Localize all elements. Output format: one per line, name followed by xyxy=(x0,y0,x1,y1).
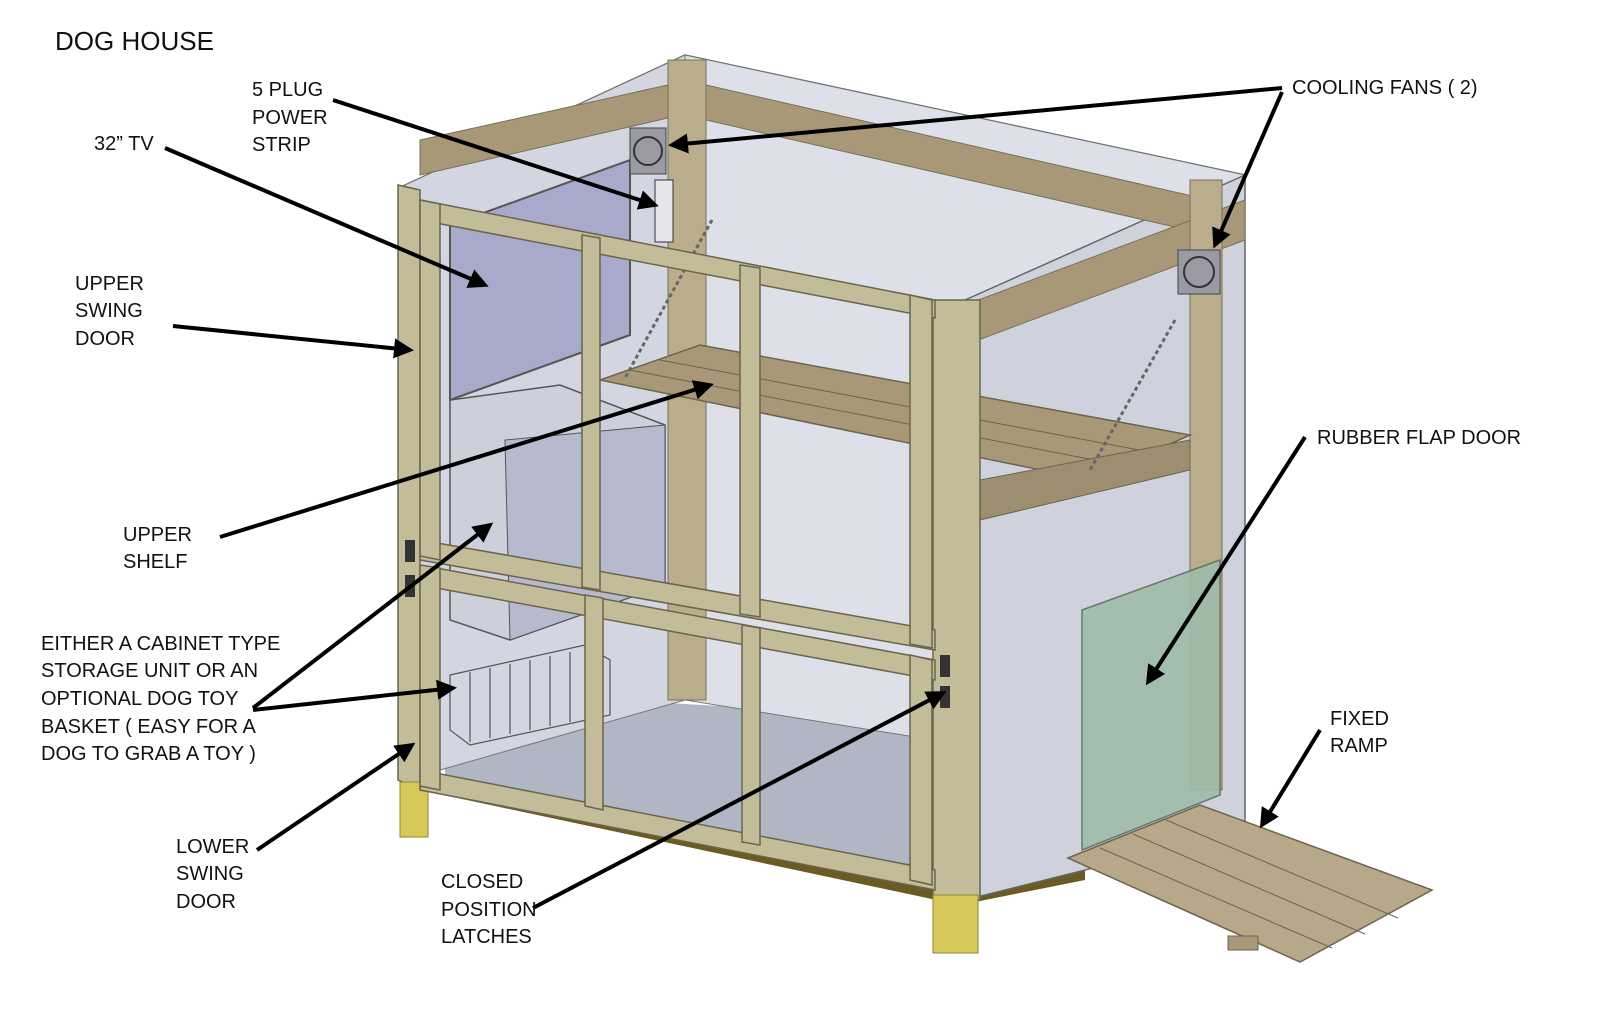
arrow-upper-shelf xyxy=(219,380,714,539)
shelf-chain-2 xyxy=(1088,319,1177,471)
callout-arrows xyxy=(164,86,1322,910)
label-storage: EITHER A CABINET TYPE STORAGE UNIT OR AN… xyxy=(41,633,286,765)
ramp-board-line-1 xyxy=(1099,847,1333,949)
label-lower-swing-door: LOWER SWING DOOR xyxy=(176,836,255,913)
arrow-power-strip xyxy=(332,98,659,210)
label-rubber-flap-door: RUBBER FLAP DOOR xyxy=(1317,427,1521,449)
latch-4 xyxy=(940,686,950,708)
dog-house-illustration xyxy=(397,54,1434,963)
label-cooling-fans: COOLING FANS ( 2) xyxy=(1292,77,1478,99)
arrow-latches xyxy=(532,691,947,910)
ramp-board-line-2 xyxy=(1132,833,1366,935)
arrow-fixed-ramp xyxy=(1259,728,1322,829)
latch-1 xyxy=(405,540,415,562)
upper-swing-door xyxy=(419,199,936,651)
ramp-foot xyxy=(1227,935,1259,951)
arrow-upper-swing-door xyxy=(172,324,414,359)
diagram-title: DOG HOUSE xyxy=(55,26,214,56)
label-upper-shelf: UPPER SHELF xyxy=(123,524,197,573)
label-fixed-ramp: FIXED RAMP xyxy=(1330,708,1394,757)
base-floor xyxy=(420,770,1085,905)
label-latches: CLOSED POSITION LATCHES xyxy=(441,871,542,948)
front-right-foot xyxy=(932,894,979,954)
arrow-lower-swing-door xyxy=(255,742,416,852)
label-tv: 32” TV xyxy=(94,133,154,155)
arrow-tv xyxy=(164,146,489,288)
arrow-cooling-fan-1 xyxy=(668,86,1283,154)
label-upper-swing-door: UPPER SWING DOOR xyxy=(75,273,149,350)
arrow-cooling-fan-2 xyxy=(1212,91,1284,249)
cooling-fan-1-hub xyxy=(633,136,663,166)
front-left-post xyxy=(397,184,421,792)
cooling-fan-1 xyxy=(629,127,667,175)
fixed-ramp xyxy=(1066,804,1434,963)
arrow-toy-basket xyxy=(252,679,457,712)
shelf-chain-1 xyxy=(623,219,714,379)
front-right-post xyxy=(932,299,981,901)
ramp-board-line-3 xyxy=(1165,819,1399,919)
cooling-fan-2-hub xyxy=(1183,256,1215,288)
left-top-beam xyxy=(419,84,669,176)
power-strip xyxy=(654,179,674,243)
arrow-storage-cabinet xyxy=(251,522,494,710)
rubber-flap-door xyxy=(1081,558,1221,852)
label-power-strip: 5 PLUG POWER STRIP xyxy=(252,79,333,156)
latch-3 xyxy=(940,655,950,677)
arrow-rubber-flap-door xyxy=(1145,435,1307,686)
